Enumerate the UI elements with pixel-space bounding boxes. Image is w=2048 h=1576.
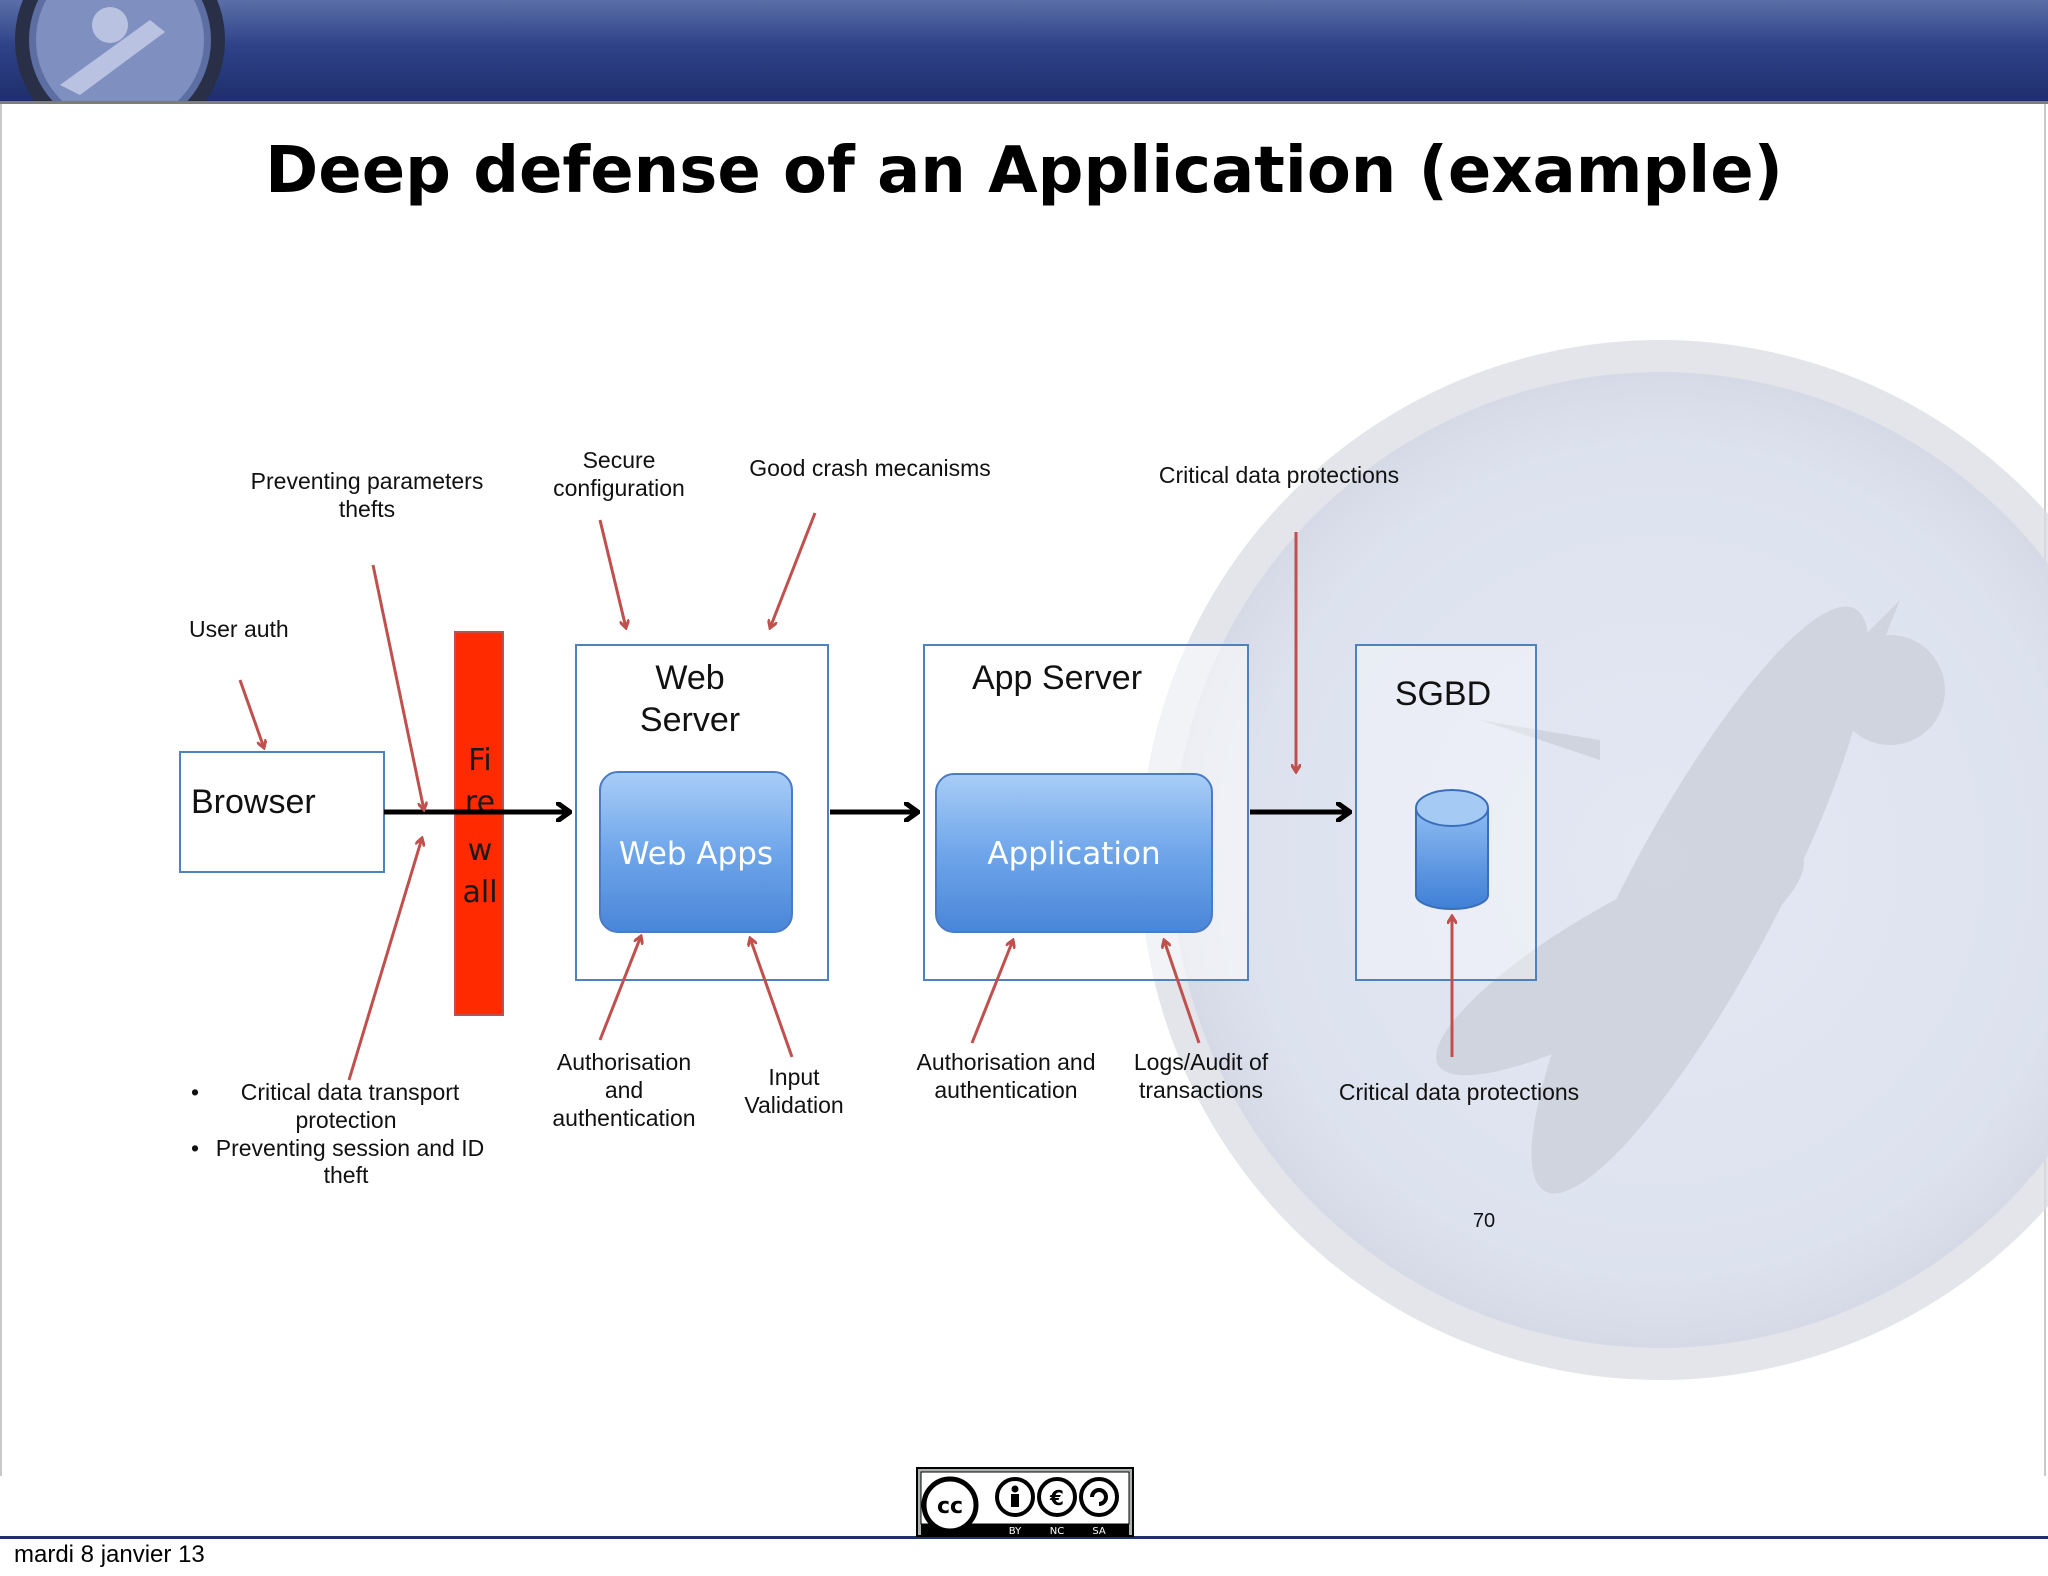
preventing-params-label-1: Preventing parameters (251, 468, 484, 494)
arrow-preventing-params (371, 564, 424, 810)
page-number: 70 (1473, 1210, 1495, 1232)
logs-label-1: Logs/Audit of (1134, 1049, 1269, 1075)
arrow-logs (1164, 940, 1201, 1044)
owasp-logo-icon (15, 0, 225, 101)
wasp-silhouette-icon (1436, 600, 1945, 1194)
browser-box (179, 751, 385, 873)
noncommercial-icon (1037, 1477, 1077, 1517)
license-sa: SA (1092, 1526, 1106, 1537)
sharealike-icon (1079, 1477, 1119, 1517)
slide-title: Deep defense of an Application (example) (265, 134, 1783, 208)
footer-date: mardi 8 janvier 13 (14, 1541, 205, 1568)
browser-label: Browser (191, 783, 316, 821)
arrow-input-validation (750, 938, 794, 1058)
bullet-dot-2: • (191, 1135, 199, 1161)
transport-label-2: protection (295, 1107, 396, 1133)
svg-text:€: € (1049, 1486, 1064, 1510)
license-by: BY (1009, 1526, 1022, 1537)
logs-label-2: transactions (1139, 1077, 1263, 1103)
authz-web-label-2: and (605, 1077, 643, 1103)
secure-config-label-1: Secure (583, 447, 656, 473)
web-apps-box (599, 771, 793, 933)
cc-text: cc (937, 1494, 963, 1519)
user-auth-label: User auth (189, 616, 289, 642)
web-server-label-2: Server (640, 701, 740, 739)
critical-bottom-label: Critical data protections (1339, 1079, 1579, 1105)
threat-arrows (238, 512, 1452, 1081)
arrow-user-auth (238, 679, 264, 748)
authz-web-label-3: authentication (552, 1105, 695, 1131)
sgbd-label: SGBD (1395, 675, 1491, 713)
cc-license-badge: cc € BY NC SA (916, 1467, 1134, 1537)
firewall-label-3: w (468, 833, 493, 868)
firewall-bar (454, 631, 504, 1016)
session-label-1: Preventing session and ID (216, 1135, 485, 1161)
input-validation-label-2: Validation (744, 1092, 843, 1118)
authz-web-label-1: Authorisation (557, 1049, 691, 1075)
web-apps-label: Web Apps (619, 836, 773, 872)
firewall-label-2: re (465, 785, 495, 820)
secure-config-label-2: configuration (553, 475, 685, 501)
header-bar (0, 0, 2048, 104)
authz-app-label-1: Authorisation and (916, 1049, 1095, 1075)
app-server-label: App Server (972, 659, 1142, 697)
bullet-dot-1: • (191, 1079, 199, 1105)
session-label-2: theft (324, 1162, 369, 1188)
good-crash-label: Good crash mecanisms (749, 455, 991, 481)
web-server-label-1: Web (655, 659, 724, 697)
transport-label-1: Critical data transport (241, 1079, 460, 1105)
arrow-authz-web (598, 936, 641, 1041)
arrow-crash (770, 512, 817, 628)
authz-app-label-2: authentication (934, 1077, 1077, 1103)
arrow-transport (347, 838, 422, 1081)
license-nc: NC (1050, 1526, 1064, 1537)
input-validation-label-1: Input (768, 1064, 820, 1090)
critical-top-label: Critical data protections (1159, 462, 1399, 488)
firewall-label-1: Fi (468, 743, 491, 778)
database-cylinder-icon (1415, 789, 1489, 910)
arrow-authz-app (970, 940, 1013, 1044)
preventing-params-label-2: thefts (339, 496, 395, 522)
firewall-label-4: all (462, 875, 497, 910)
cc-icon: cc (921, 1476, 979, 1534)
arrow-secure-config (598, 519, 626, 628)
application-box (935, 773, 1213, 933)
application-label: Application (987, 836, 1160, 872)
